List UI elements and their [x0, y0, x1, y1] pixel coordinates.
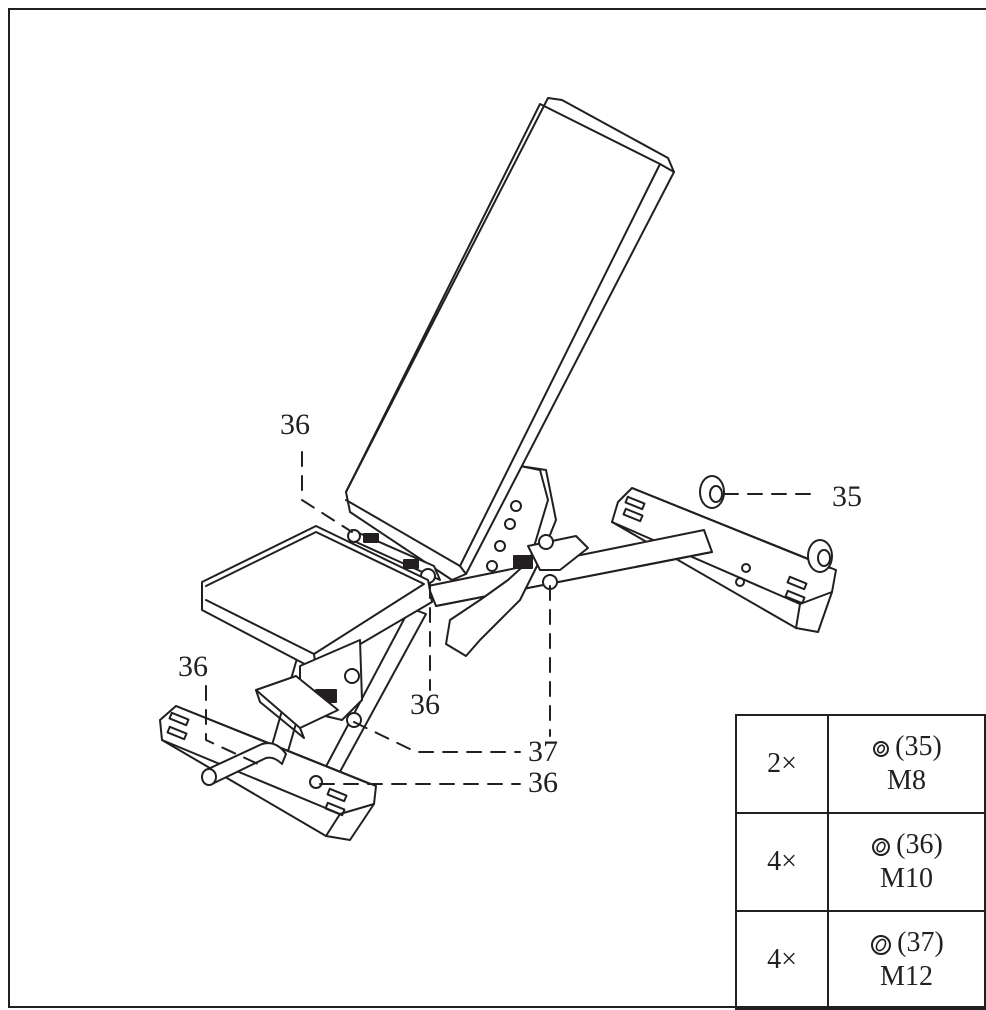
callout-37: 37: [528, 735, 558, 768]
table-row: 2× (35) M8: [734, 714, 986, 814]
quantity-cell: 2×: [734, 714, 830, 814]
part-size: M8: [887, 765, 926, 796]
leader-lines: [205, 451, 817, 785]
callout-36-center: 36: [410, 688, 440, 721]
part-cell: (35) M8: [827, 714, 986, 814]
front-handle: [201, 742, 323, 789]
m8-nut-icon: [873, 740, 890, 757]
callout-35: 35: [832, 480, 862, 513]
callout-36-left: 36: [178, 650, 208, 683]
quantity-cell: 4×: [734, 910, 830, 1010]
backrest-hinge: [347, 529, 441, 584]
callout-36-bottom: 36: [528, 766, 558, 799]
callout-36-top: 36: [280, 408, 310, 441]
backrest-pad: [345, 97, 675, 581]
m10-nut-icon: [872, 837, 891, 856]
part-number: (37): [897, 927, 944, 958]
table-row: 4× (37) M12: [734, 910, 986, 1010]
table-row: 4× (36) M10: [734, 812, 986, 912]
part-cell: (36) M10: [827, 812, 986, 912]
part-number: (35): [895, 731, 942, 762]
leg-roller: [255, 675, 339, 739]
part-cell: (37) M12: [827, 910, 986, 1010]
adjustment-lever: [513, 534, 589, 590]
hardware-parts-table: 2× (35) M8 4× (36) M10 4× (37) M12: [734, 714, 986, 1010]
rear-foot: [611, 487, 837, 633]
m12-nut-icon: [871, 934, 892, 955]
part-size: M10: [880, 863, 933, 894]
part-size: M12: [880, 961, 933, 992]
rear-wheels: [699, 475, 833, 573]
quantity-cell: 4×: [734, 812, 830, 912]
front-foot: [159, 705, 377, 841]
part-number: (36): [896, 829, 943, 860]
